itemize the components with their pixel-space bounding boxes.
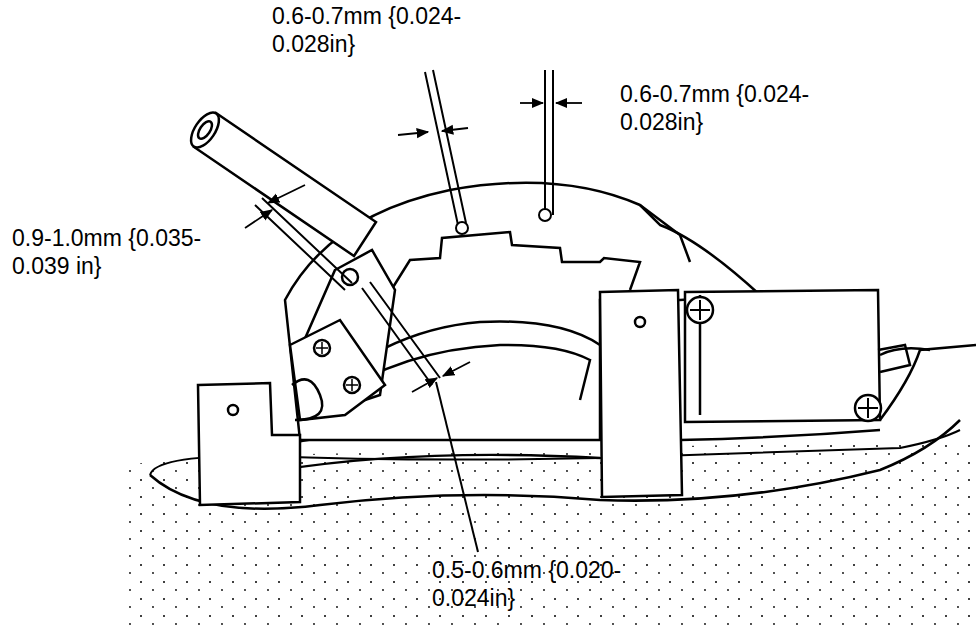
drawing-ellipse	[186, 108, 225, 152]
drawing-circle	[687, 297, 713, 323]
drawing-circle	[314, 340, 330, 356]
center-plate	[600, 290, 682, 497]
drawing-path	[640, 205, 690, 262]
dimension-arrows	[245, 103, 582, 392]
left-block	[198, 383, 300, 505]
dimension-label: 0.9-1.0mm {0.035-0.039 in}	[12, 224, 212, 280]
drawing-path	[362, 282, 440, 385]
drawing-path	[556, 102, 582, 104]
drawing-path	[442, 128, 468, 131]
drawing-path	[858, 398, 878, 418]
drawing-path	[346, 379, 358, 391]
drawing-circle	[855, 395, 881, 421]
dimension-label: 0.6-0.7mm {0.024-0.028in}	[620, 80, 820, 136]
drawing-path	[245, 210, 272, 228]
drawing-path	[520, 102, 543, 104]
drawing-path	[198, 383, 300, 505]
feeler-gauges	[255, 70, 553, 552]
drawing-circle	[456, 222, 468, 234]
drawing-path	[385, 232, 640, 300]
drawing-circle	[228, 405, 238, 415]
drawing-path	[680, 430, 880, 440]
dimension-label: 0.6-0.7mm {0.024-0.028in}	[272, 2, 472, 58]
lever-bracket	[290, 320, 385, 420]
drawing-path	[878, 345, 910, 372]
drawing-path	[690, 300, 710, 320]
drawing-ellipse	[195, 119, 214, 141]
dimension-label: 0.5-0.6mm {0.020-0.024in}	[432, 556, 632, 612]
drawing-path	[316, 342, 328, 354]
drawing-path	[685, 290, 880, 422]
drawing-path	[436, 382, 478, 552]
drawing-path	[280, 455, 600, 470]
drawing-path	[290, 320, 385, 420]
drawing-circle	[539, 209, 551, 221]
drawing-path	[268, 185, 305, 203]
drawing-path	[600, 290, 682, 497]
drawing-path	[412, 378, 437, 392]
drawing-circle	[635, 317, 645, 327]
drawing-path	[880, 345, 976, 420]
drawing-path	[545, 70, 553, 215]
drawing-path	[398, 132, 428, 135]
drawing-path	[292, 379, 322, 420]
solenoid-box	[685, 290, 910, 422]
drawing-path	[425, 70, 466, 225]
drawing-circle	[344, 377, 360, 393]
drawing-path	[443, 362, 470, 376]
